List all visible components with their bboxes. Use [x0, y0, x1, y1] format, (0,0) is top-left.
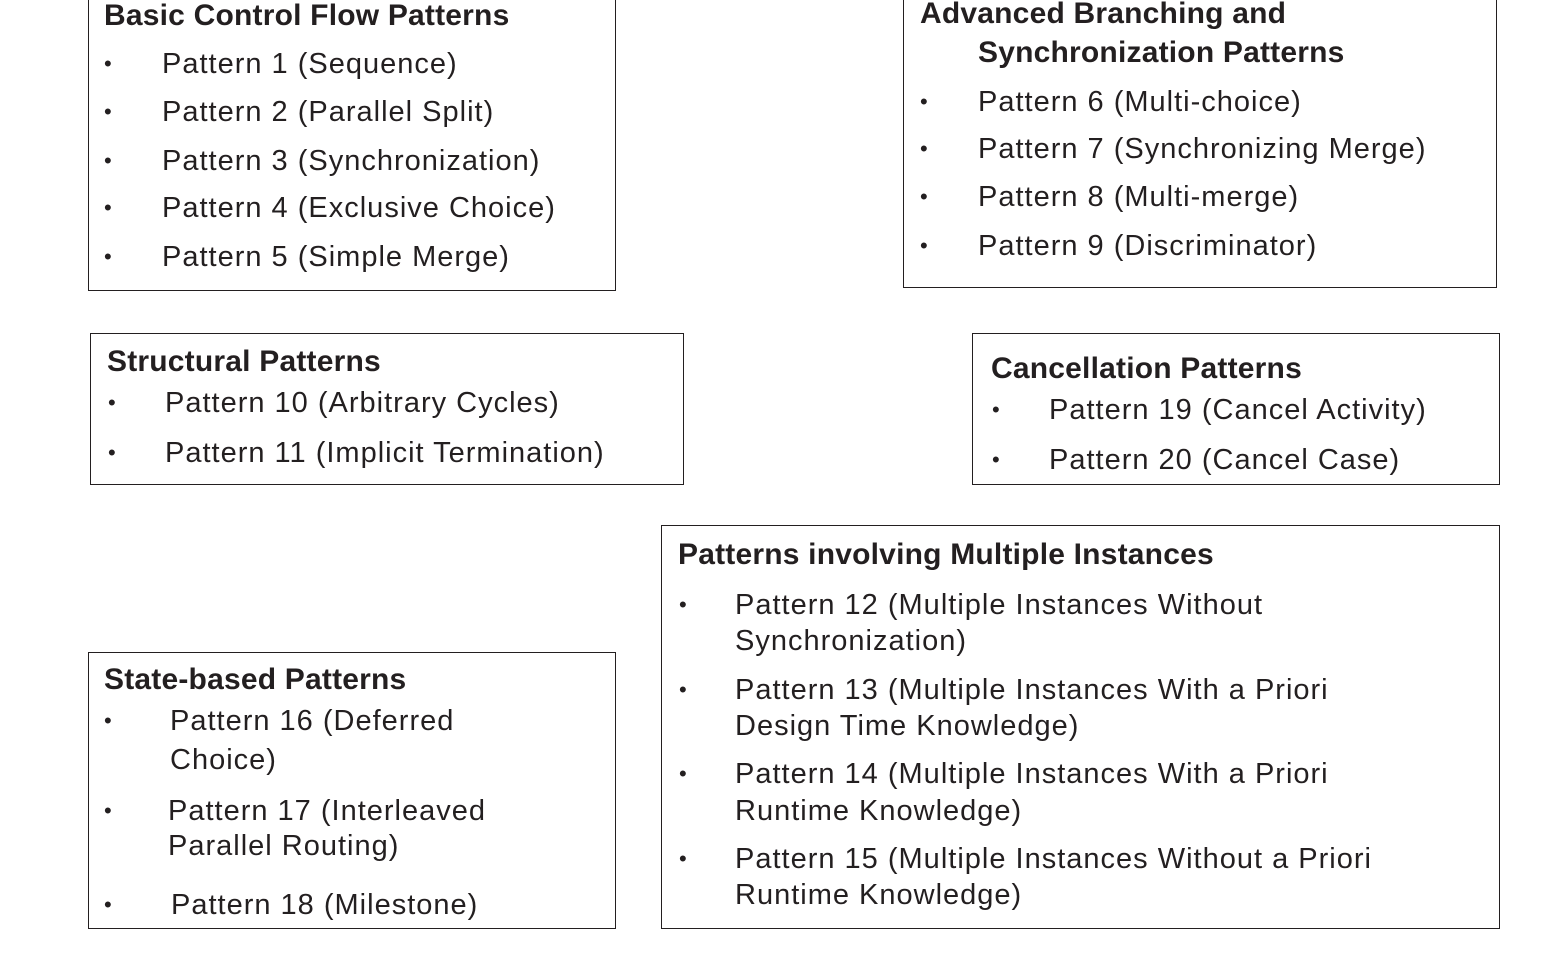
pattern-label: Pattern 5 (Simple Merge)	[162, 241, 510, 273]
pattern-label-line2: Synchronization)	[735, 625, 967, 657]
bullet-icon: •	[104, 99, 112, 124]
group-title-advanced-line1: Advanced Branching and	[920, 0, 1287, 30]
pattern-label: Pattern 6 (Multi-choice)	[978, 86, 1302, 118]
bullet-icon: •	[104, 148, 112, 173]
group-title-structural: Structural Patterns	[107, 345, 381, 378]
bullet-icon: •	[104, 244, 112, 269]
pattern-label-line1: Pattern 16 (Deferred	[170, 705, 455, 737]
bullet-icon: •	[104, 195, 112, 220]
pattern-label-line2: Design Time Knowledge)	[735, 710, 1080, 742]
bullet-icon: •	[679, 761, 687, 786]
pattern-label: Pattern 7 (Synchronizing Merge)	[978, 133, 1427, 165]
group-advanced-branching	[903, 0, 1497, 288]
pattern-label: Pattern 2 (Parallel Split)	[162, 96, 495, 128]
pattern-label-line1: Pattern 13 (Multiple Instances With a Pr…	[735, 674, 1329, 706]
group-title-multiple-instances: Patterns involving Multiple Instances	[678, 538, 1214, 571]
pattern-label-line1: Pattern 17 (Interleaved	[168, 795, 487, 827]
pattern-label: Pattern 18 (Milestone)	[171, 889, 479, 921]
pattern-label: Pattern 11 (Implicit Termination)	[165, 437, 605, 469]
pattern-label-line1: Pattern 14 (Multiple Instances With a Pr…	[735, 758, 1329, 790]
pattern-label-line2: Parallel Routing)	[168, 830, 400, 862]
bullet-icon: •	[992, 397, 1000, 422]
bullet-icon: •	[679, 592, 687, 617]
pattern-label: Pattern 9 (Discriminator)	[978, 230, 1318, 262]
bullet-icon: •	[992, 447, 1000, 472]
bullet-icon: •	[679, 677, 687, 702]
pattern-label: Pattern 10 (Arbitrary Cycles)	[165, 387, 560, 419]
pattern-label: Pattern 8 (Multi-merge)	[978, 181, 1300, 213]
pattern-label: Pattern 1 (Sequence)	[162, 48, 458, 80]
pattern-label-line2: Runtime Knowledge)	[735, 795, 1023, 827]
pattern-label: Pattern 3 (Synchronization)	[162, 145, 541, 177]
pattern-label: Pattern 4 (Exclusive Choice)	[162, 192, 556, 224]
group-cancellation	[972, 333, 1500, 485]
pattern-label-line1: Pattern 15 (Multiple Instances Without a…	[735, 843, 1372, 875]
bullet-icon: •	[920, 136, 928, 161]
group-basic-control-flow	[88, 0, 616, 291]
group-state-based	[88, 652, 616, 929]
bullet-icon: •	[104, 708, 112, 733]
bullet-icon: •	[108, 440, 116, 465]
bullet-icon: •	[920, 233, 928, 258]
bullet-icon: •	[104, 51, 112, 76]
bullet-icon: •	[920, 184, 928, 209]
bullet-icon: •	[104, 798, 112, 823]
pattern-label: Pattern 20 (Cancel Case)	[1049, 444, 1401, 476]
bullet-icon: •	[104, 892, 112, 917]
group-title-advanced-line2: Synchronization Patterns	[978, 36, 1345, 69]
pattern-label-line2: Choice)	[170, 744, 277, 776]
group-structural	[90, 333, 684, 485]
pattern-label-line2: Runtime Knowledge)	[735, 879, 1023, 911]
bullet-icon: •	[679, 846, 687, 871]
group-title-basic: Basic Control Flow Patterns	[104, 0, 510, 32]
bullet-icon: •	[108, 390, 116, 415]
pattern-label-line1: Pattern 12 (Multiple Instances Without	[735, 589, 1264, 621]
group-title-cancellation: Cancellation Patterns	[991, 352, 1302, 385]
group-multiple-instances	[661, 525, 1500, 929]
bullet-icon: •	[920, 89, 928, 114]
group-title-state-based: State-based Patterns	[104, 663, 407, 696]
pattern-label: Pattern 19 (Cancel Activity)	[1049, 394, 1427, 426]
